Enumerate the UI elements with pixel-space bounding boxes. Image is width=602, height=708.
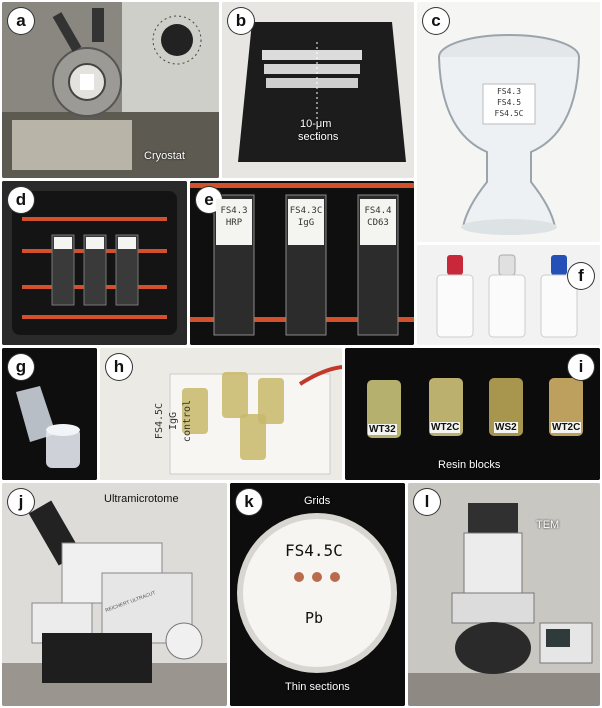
panel-l-tem: l TEM <box>408 483 600 706</box>
paper-label-line2: Pb <box>305 609 324 627</box>
jar-illustration <box>417 2 600 242</box>
vial-label: FS4.3 FS4.5 FS4.5C <box>494 87 524 118</box>
panel-i-resin-blocks: i WT32 WT2C WS2 WT2C Resin blocks <box>345 348 600 480</box>
panel-caption: Resin blocks <box>438 459 501 471</box>
slide-label-3: FS4.4 CD63 <box>360 199 396 245</box>
panel-caption-top: Grids <box>304 495 331 507</box>
panel-letter: i <box>568 354 594 380</box>
panel-d-slide-box: d <box>2 181 187 345</box>
samples-illustration <box>100 348 342 480</box>
cryostat-illustration <box>2 2 219 178</box>
tem-illustration <box>408 483 600 706</box>
panel-letter: b <box>228 8 254 34</box>
slide-box-illustration <box>2 181 187 345</box>
panel-h-embedded-samples: h FS4.5C IgG control <box>100 348 342 480</box>
ultramicrotome-illustration <box>2 483 227 706</box>
slide-label-1: FS4.3 HRP <box>216 199 252 245</box>
panel-caption-line1: 10-μm <box>300 118 332 130</box>
bottles-illustration <box>417 245 600 345</box>
block-label-1: WT32 <box>368 424 397 435</box>
panel-caption-line2: sections <box>298 131 339 143</box>
panel-letter: k <box>236 489 262 515</box>
panel-b-slide-tray: b 10-μm sections <box>222 2 414 178</box>
panel-caption: Ultramicrotome <box>104 493 179 505</box>
panel-letter: d <box>8 187 34 213</box>
block-label-2: WT2C <box>430 422 461 433</box>
panel-letter: a <box>8 8 34 34</box>
handwritten-label: FS4.5C IgG control <box>154 399 193 443</box>
panel-caption-bottom: Thin sections <box>285 681 350 693</box>
panel-k-grids: k Grids FS4.5C Pb Thin sections <box>230 483 405 706</box>
panel-e-labeled-slides: e FS4.3 HRP FS4.3C IgG FS4.4 CD63 <box>190 181 414 345</box>
panel-j-ultramicrotome: j Ultramicrotome REICHERT ULTRACUT <box>2 483 227 706</box>
panel-letter: h <box>106 354 132 380</box>
panel-letter: l <box>414 489 440 515</box>
block-label-3: WS2 <box>494 422 518 433</box>
slide-label-2: FS4.3C IgG <box>288 199 324 245</box>
grids-illustration <box>230 483 405 706</box>
panel-a-cryostat: a Cryostat <box>2 2 219 178</box>
panel-letter: g <box>8 354 34 380</box>
resin-blocks-illustration <box>345 348 600 480</box>
panel-c-jar: c FS4.3 FS4.5 FS4.5C <box>417 2 600 242</box>
panel-g-capsules: g <box>2 348 97 480</box>
paper-label-line1: FS4.5C <box>285 541 343 560</box>
panel-letter: j <box>8 489 34 515</box>
panel-f-reagent-bottles: f <box>417 245 600 345</box>
block-label-4: WT2C <box>551 422 582 433</box>
panel-letter: c <box>423 8 449 34</box>
panel-letter: f <box>568 263 594 289</box>
panel-caption: TEM <box>536 519 560 531</box>
slide-tray-illustration <box>222 2 414 178</box>
panel-caption: Cryostat <box>144 150 185 162</box>
